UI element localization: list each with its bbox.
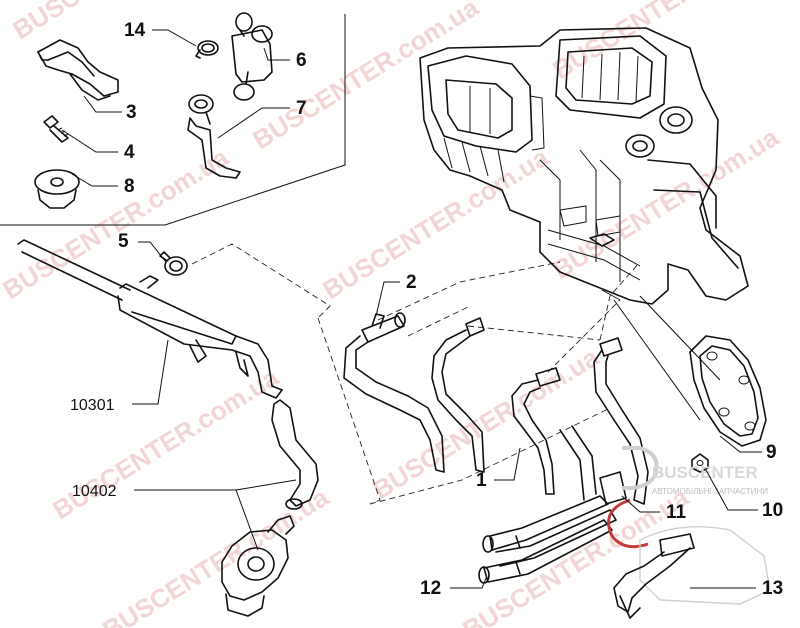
part-clamp-5 [159,251,188,276]
callout-3: 3 [126,102,137,123]
part-cap-8 [34,169,80,209]
watermark-text: BUSCENTER.com.ua [317,142,554,306]
part-bracket-7 [187,94,241,179]
callout-14: 14 [124,20,146,41]
part-bracket-13 [613,526,771,619]
callout-5: 5 [118,231,129,252]
callout-6: 6 [296,50,307,71]
watermark-text: BUSCENTER.com.ua [457,482,694,628]
logo-title: BUSCENTER [652,463,758,482]
callout-2: 2 [406,272,417,293]
logo-swoosh-icon [607,498,649,549]
part-hose-1c [593,337,649,505]
callout-7: 7 [296,98,307,119]
callout-10402: 10402 [72,483,117,500]
part-hose-2 [343,312,445,473]
part-hose-1b [511,367,561,495]
part-screw-4 [43,115,69,143]
part-bracket-6 [231,12,273,101]
watermark-text: BUSCENTER.com.ua [247,0,484,155]
callout-leaders [61,29,762,589]
callout-4: 4 [124,142,135,163]
logo-mark-icon [622,446,659,490]
part-hvac-housing [419,27,749,305]
buscenter-logo: BUSCENTER АВТОМОБІЛЬНІ ЗАПЧАСТИНИ [607,446,768,549]
part-pipe-12 [478,425,627,584]
part-pump-10402 [221,399,319,617]
callout-13: 13 [762,578,783,599]
logo-subtitle: АВТОМОБІЛЬНІ ЗАПЧАСТИНИ [652,487,768,496]
part-gasket-9 [689,335,767,447]
callout-10: 10 [762,500,783,521]
callout-9: 9 [766,442,777,463]
housing-leaders [601,289,721,421]
callout-12: 12 [420,578,441,599]
watermark-text: BUSCENTER.com.ua [0,142,234,306]
part-hose-1a [431,317,485,473]
callout-labels: 14 6 3 7 4 8 5 2 10301 10402 1 9 11 10 1… [70,20,783,599]
callout-11: 11 [666,502,687,523]
part-clamp-14 [195,40,219,59]
watermark-text: BUSCENTER.com.ua [97,482,334,628]
watermark-text: BUSCENTER.com.ua [47,362,284,526]
inset-frame [0,14,346,226]
callout-10301: 10301 [70,397,115,414]
part-nut-10 [691,453,709,473]
part-clip-3 [37,39,119,101]
vehicle-silhouette-icon [639,526,771,605]
part-pipe-10301 [17,239,283,399]
callout-8: 8 [124,176,135,197]
callout-1: 1 [476,470,487,491]
watermark-text: BUSCENTER.com.ua [547,122,784,286]
